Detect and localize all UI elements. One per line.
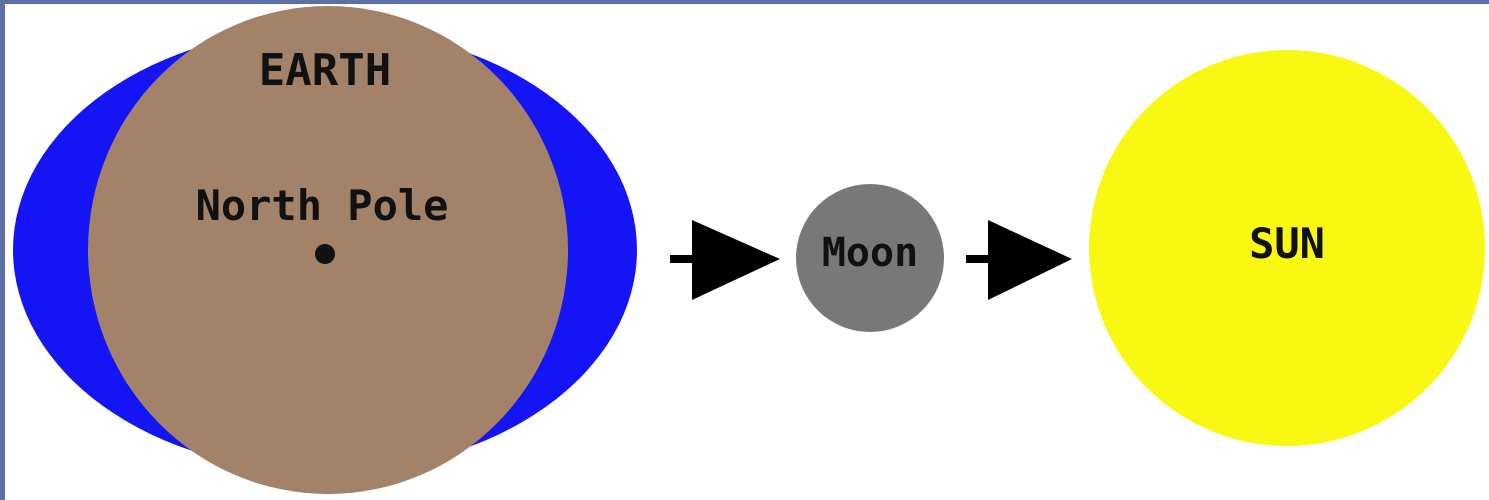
sun-label: SUN	[1249, 219, 1325, 268]
north-pole-label: North Pole	[196, 181, 449, 230]
earth-label: EARTH	[259, 45, 391, 96]
moon-label: Moon	[822, 230, 918, 276]
north-pole-dot	[315, 244, 335, 264]
arrow-right-icon	[670, 220, 780, 300]
arrow-right-icon	[966, 220, 1072, 300]
